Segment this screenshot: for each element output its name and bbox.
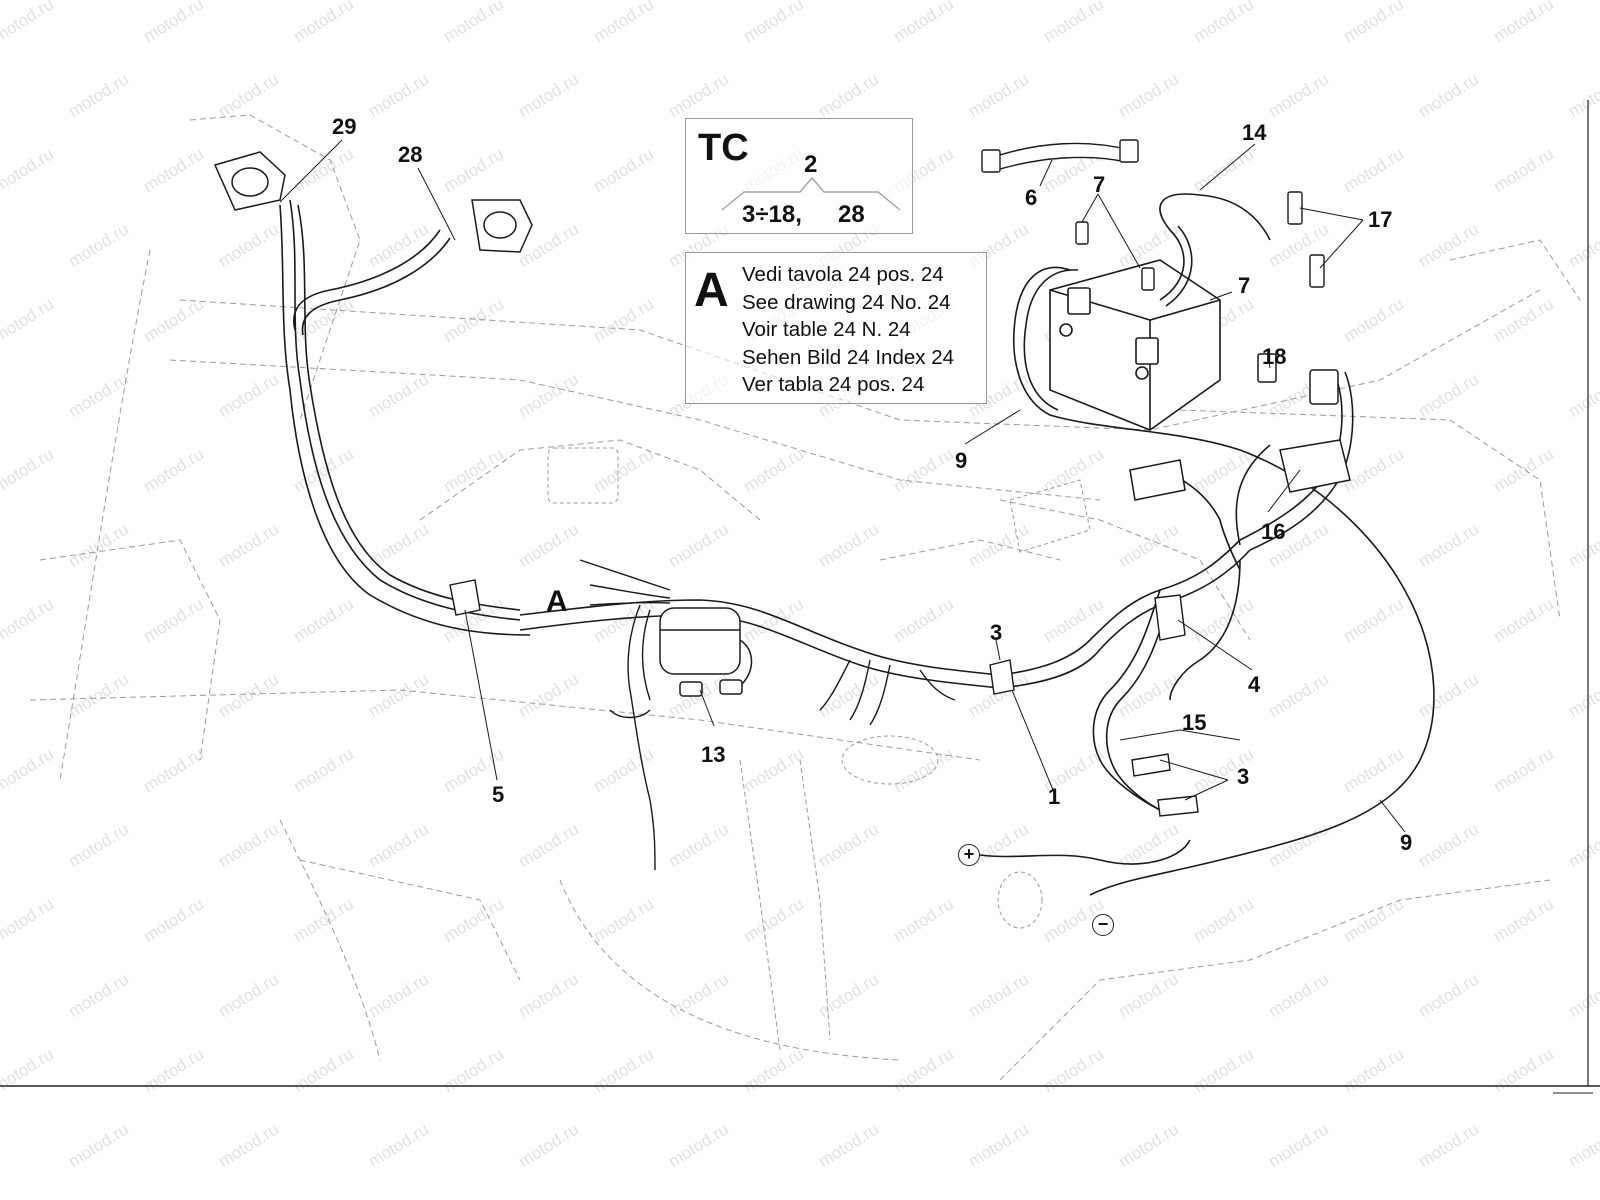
tc-left-range: 3÷18,	[742, 201, 802, 228]
battery	[1049, 259, 1221, 431]
callout-3-lower: 3	[1237, 764, 1250, 789]
negative-terminal-icon: −	[1092, 914, 1114, 936]
callout-9-top: 9	[955, 448, 968, 473]
battery-strap	[981, 139, 1139, 173]
callout-7-battery: 7	[1238, 273, 1251, 298]
tc-assembly-box: TC 2 3÷18, 28	[685, 118, 913, 234]
callout-3-upper: 3	[990, 620, 1003, 645]
callout-14: 14	[1242, 120, 1267, 145]
ref-line-fr: Voir table 24 N. 24	[742, 318, 911, 341]
leader-lines	[279, 139, 1406, 833]
callout-1: 1	[1048, 784, 1061, 809]
ref-line-it: Vedi tavola 24 pos. 24	[742, 263, 944, 286]
ref-letter: A	[694, 264, 729, 317]
harness-branches	[579, 559, 956, 871]
cable-clips	[449, 579, 1199, 817]
callout-4: 4	[1248, 672, 1261, 697]
callout-6: 6	[1025, 185, 1038, 210]
bolts	[1075, 191, 1325, 291]
ref-line-de: Sehen Bild 24 Index 24	[742, 345, 954, 369]
callout-17: 17	[1368, 207, 1393, 232]
background-parts	[547, 447, 1091, 1051]
marker-a-label: A	[546, 585, 568, 618]
battery-cables	[979, 193, 1435, 896]
ref-line-es: Ver tabla 24 pos. 24	[742, 373, 925, 396]
tc-title: TC	[698, 127, 749, 169]
callout-5: 5	[492, 782, 505, 807]
relay-block	[1129, 353, 1351, 501]
tc-right-number: 28	[838, 201, 865, 228]
callout-18: 18	[1262, 344, 1287, 369]
callout-29: 29	[332, 114, 357, 139]
callout-28: 28	[398, 142, 423, 167]
reference-box-a: A Vedi tavola 24 pos. 24 See drawing 24 …	[685, 252, 987, 404]
callout-13: 13	[701, 742, 726, 767]
ref-line-en: See drawing 24 No. 24	[742, 290, 951, 314]
callout-16: 16	[1261, 519, 1286, 544]
main-harness	[279, 199, 1354, 816]
tc-top-number: 2	[804, 151, 818, 178]
connector-clamps	[213, 151, 533, 253]
positive-terminal-icon: +	[958, 844, 980, 866]
background-outline	[29, 114, 1581, 1081]
ref-lines: Vedi tavola 24 pos. 24 See drawing 24 No…	[742, 261, 954, 399]
relay-capsule-13	[659, 607, 753, 697]
callout-15: 15	[1182, 710, 1207, 735]
callout-7-bolt: 7	[1093, 172, 1106, 197]
callout-9-bottom: 9	[1400, 830, 1413, 855]
